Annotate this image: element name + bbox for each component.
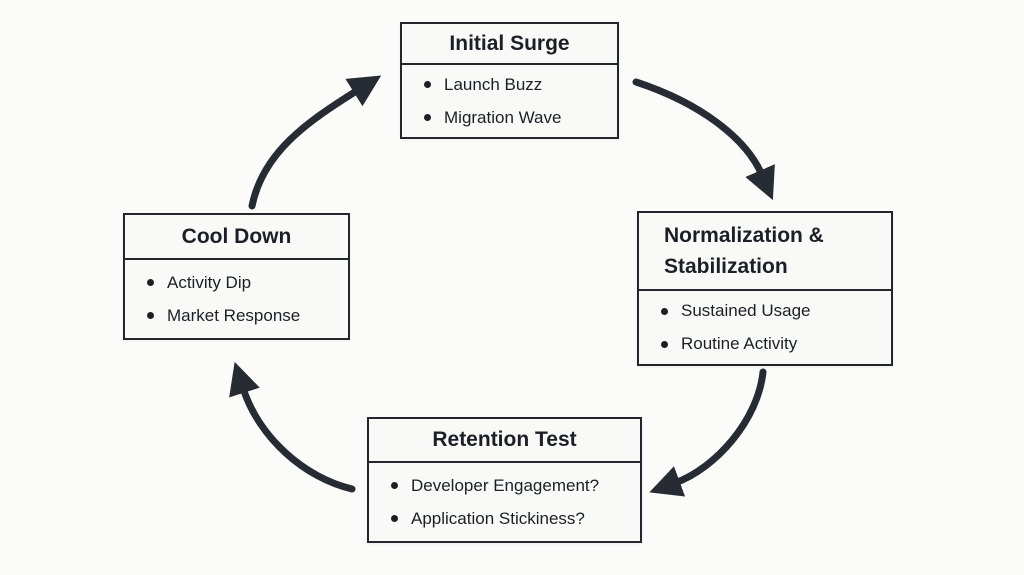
bullet-item: Developer Engagement? <box>391 476 632 496</box>
bullet-item: Market Response <box>147 306 340 326</box>
bullet-item: Activity Dip <box>147 273 340 293</box>
bullet-dot <box>661 307 668 315</box>
arrow-normalization-to-retention-test <box>649 368 767 497</box>
node-bullet-list: Sustained Usage Routine Activity <box>639 291 891 364</box>
bullet-item: Launch Buzz <box>424 75 609 95</box>
node-initial-surge: Initial Surge Launch Buzz Migration Wave <box>400 22 619 139</box>
bullet-dot <box>391 482 398 489</box>
node-title: Cool Down <box>125 215 348 260</box>
node-bullet-list: Activity Dip Market Response <box>125 260 348 338</box>
node-title: Retention Test <box>369 419 640 463</box>
node-retention-test: Retention Test Developer Engagement? App… <box>367 417 642 543</box>
bullet-text: Application Stickiness? <box>411 508 585 528</box>
node-bullet-list: Developer Engagement? Application Sticki… <box>369 463 640 541</box>
bullet-item: Sustained Usage <box>661 301 883 321</box>
bullet-dot <box>147 279 154 286</box>
node-title-line-2: Stabilization <box>664 255 788 278</box>
bullet-dot <box>661 340 668 348</box>
node-title-line-1: Normalization & <box>664 224 824 247</box>
bullet-item: Migration Wave <box>424 108 609 128</box>
bullet-dot <box>147 312 154 319</box>
node-normalization-stabilization: Normalization & Stabilization Sustained … <box>637 211 893 366</box>
bullet-text: Launch Buzz <box>444 74 543 94</box>
bullet-item: Application Stickiness? <box>391 509 632 529</box>
bullet-item: Routine Activity <box>661 334 883 354</box>
bullet-text: Routine Activity <box>681 334 798 353</box>
bullet-dot <box>391 515 398 522</box>
bullet-text: Sustained Usage <box>681 301 811 320</box>
node-title: Normalization & Stabilization <box>639 213 891 291</box>
node-cool-down: Cool Down Activity Dip Market Response <box>123 213 350 340</box>
arrow-retention-test-to-cool-down <box>229 361 356 493</box>
arrow-initial-surge-to-normalization <box>632 78 775 201</box>
bullet-text: Activity Dip <box>167 272 252 292</box>
bullet-dot <box>424 81 431 88</box>
arrow-cool-down-to-initial-surge <box>248 75 382 210</box>
node-title: Initial Surge <box>402 24 617 65</box>
bullet-text: Migration Wave <box>444 107 562 127</box>
node-bullet-list: Launch Buzz Migration Wave <box>402 65 617 137</box>
bullet-text: Market Response <box>167 305 301 325</box>
bullet-dot <box>424 114 431 121</box>
bullet-text: Developer Engagement? <box>411 475 600 495</box>
